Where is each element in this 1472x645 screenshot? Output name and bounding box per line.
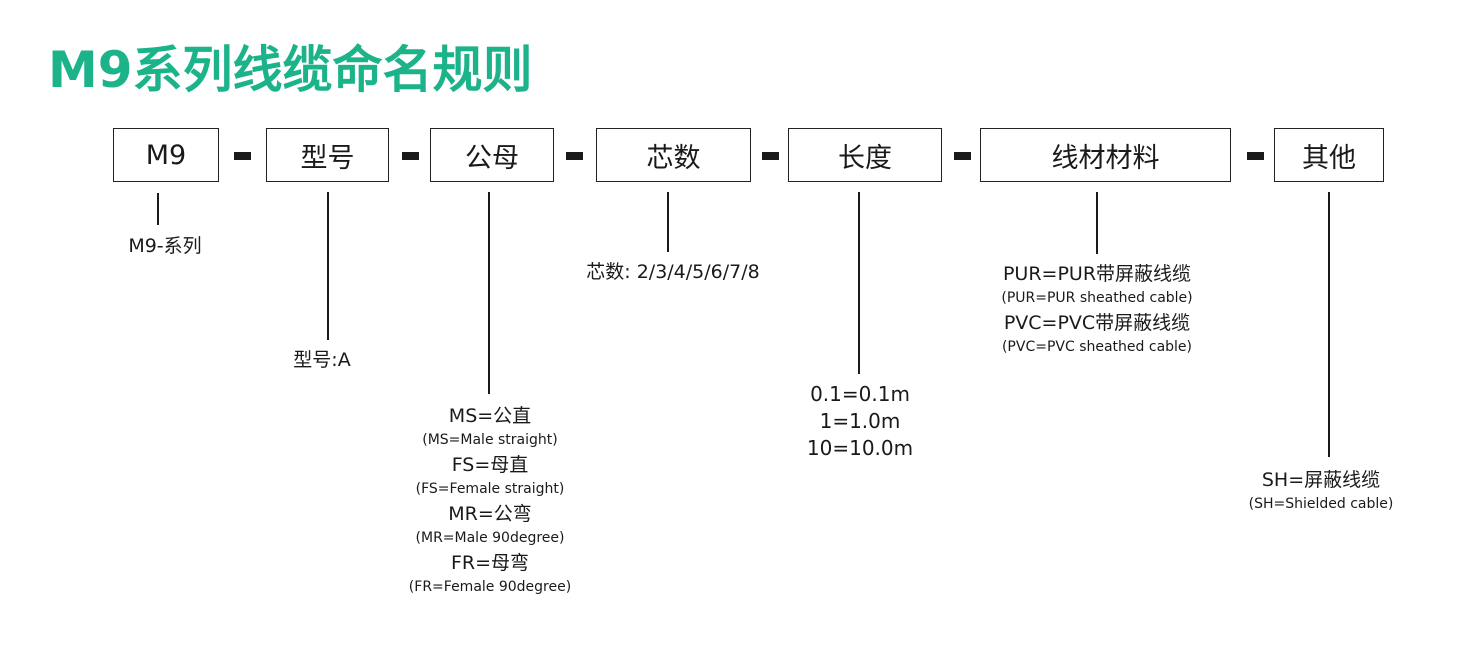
description-line: PUR=PUR带屏蔽线缆 [1002,263,1192,285]
segment-box-material: 线材材料 [980,128,1231,182]
description-line: 0.1=0.1m [810,382,910,406]
description-line: SH=屏蔽线缆 [1261,469,1381,491]
separator-dash [762,152,779,160]
description-other: SH=屏蔽线缆 (SH=Shielded cable) [1249,467,1394,516]
description-line: 1=1.0m [819,409,901,433]
description-line: PVC=PVC带屏蔽线缆 [1003,312,1191,334]
description-line: (MS=Male straight) [422,432,558,448]
segment-box-cores: 芯数 [596,128,751,182]
description-cores: 芯数: 2/3/4/5/6/7/8 [586,259,759,285]
separator-dash [234,152,251,160]
segment-box-gender: 公母 [430,128,554,182]
description-line: 型号:A [293,349,351,371]
segment-box-series: M9 [113,128,219,182]
description-line: MR=公弯 [448,503,532,525]
description-line: M9-系列 [128,235,202,257]
separator-dash [402,152,419,160]
description-line: (MR=Male 90degree) [415,530,565,546]
description-line: FR=母弯 [450,552,530,574]
page-title: M9系列线缆命名规则 [48,41,533,99]
description-line: 芯数: 2/3/4/5/6/7/8 [586,261,760,283]
description-line: (FR=Female 90degree) [408,579,572,595]
description-series: M9-系列 [128,233,201,259]
connector-line-length [858,192,860,374]
segment-box-model: 型号 [266,128,389,182]
description-line: FS=母直 [451,454,529,476]
connector-line-series [157,193,159,225]
segment-box-other: 其他 [1274,128,1384,182]
description-model: 型号:A [293,347,350,373]
connector-line-model [327,192,329,340]
description-line: MS=公直 [448,405,532,427]
connector-line-gender [488,192,490,394]
separator-dash [566,152,583,160]
separator-dash [1247,152,1264,160]
separator-dash [954,152,971,160]
description-line: (PVC=PVC sheathed cable) [1001,339,1193,355]
connector-line-cores [667,192,669,252]
segment-box-length: 长度 [788,128,942,182]
description-line: (FS=Female straight) [415,481,565,497]
description-material: PUR=PUR带屏蔽线缆 (PUR=PUR sheathed cable) PV… [1001,261,1192,359]
connector-line-other [1328,192,1330,457]
description-line: (PUR=PUR sheathed cable) [1001,290,1193,306]
connector-line-material [1096,192,1098,254]
description-line: (SH=Shielded cable) [1248,496,1394,512]
description-gender: MS=公直 (MS=Male straight) FS=母直 (FS=Femal… [409,403,571,599]
description-length: 0.1=0.1m 1=1.0m 10=10.0m [807,381,913,462]
description-line: 10=10.0m [806,436,914,460]
